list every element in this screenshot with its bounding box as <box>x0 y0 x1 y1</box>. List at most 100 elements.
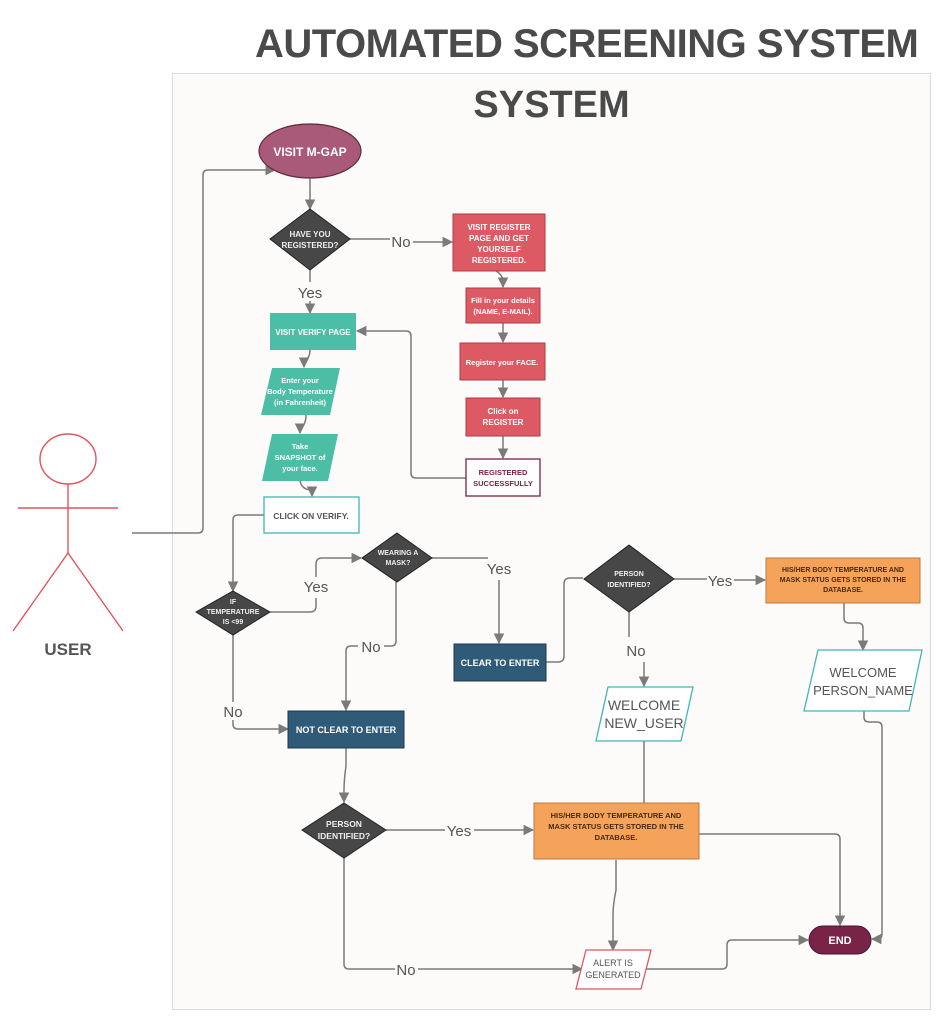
node-visit-verify-label: VISIT VERIFY PAGE <box>275 328 351 337</box>
label-registered-yes: Yes <box>298 285 322 302</box>
text-line: WEARING A <box>378 550 419 557</box>
node-visit-mgap-label: VISIT M-GAP <box>273 145 346 159</box>
node-alert-generated[interactable]: ALERT IS GENERATED <box>575 949 652 990</box>
edge-notclear-to-identified <box>338 747 350 804</box>
text-line: YOURSELF <box>477 245 521 254</box>
node-end-label: END <box>828 935 851 947</box>
node-visit-verify[interactable]: VISIT VERIFY PAGE <box>270 313 356 350</box>
text-line: HIS/HER BODY TEMPERATURE AND <box>782 567 904 574</box>
text-line: NEW_USER <box>604 715 683 731</box>
actor-right-leg <box>67 552 124 632</box>
edge-clear-to-identified <box>546 577 583 663</box>
text-line: MASK? <box>386 560 411 567</box>
node-not-clear-to-enter-label: NOT CLEAR TO ENTER <box>296 725 397 735</box>
text-line: Enter your <box>281 376 319 385</box>
node-welcome-person[interactable]: WELCOME PERSON_NAME <box>803 649 923 712</box>
node-wearing-mask-label: WEARING A MASK? <box>378 550 419 567</box>
node-click-register[interactable]: Click on REGISTER <box>465 397 541 437</box>
text-line: PERSON <box>614 571 644 578</box>
text-line: VISIT REGISTER <box>467 223 530 232</box>
node-click-register-label: Click on REGISTER <box>483 407 524 427</box>
node-click-verify-label: CLICK ON VERIFY. <box>273 511 349 521</box>
system-boundary-title: SYSTEM <box>473 84 630 126</box>
text-line: WELCOME <box>608 697 680 713</box>
node-person-identified-top[interactable]: PERSON IDENTIFIED? <box>583 544 675 613</box>
node-have-registered[interactable]: HAVE YOU REGISTERED? <box>269 208 351 271</box>
node-fill-details-label: Fill in your details(NAME, E-MAIL). <box>471 296 535 316</box>
text-line: Click on <box>487 407 518 416</box>
edge-temp-no-2 <box>232 720 290 735</box>
edge-temp-yes <box>270 598 317 613</box>
text-line: PAGE AND GET <box>469 234 529 243</box>
label-identified-top-no: No <box>626 643 645 660</box>
text-line: IDENTIFIED? <box>607 582 650 589</box>
edge-alert-to-end <box>644 934 810 970</box>
node-visit-mgap[interactable]: VISIT M-GAP <box>258 123 362 179</box>
text-line: (in Fahrenheit) <box>274 398 327 407</box>
label-temp-no: No <box>223 704 242 721</box>
node-fill-details[interactable]: Fill in your details(NAME, E-MAIL). <box>465 287 541 324</box>
text-line: GENERATED <box>585 970 641 980</box>
node-wearing-mask[interactable]: WEARING A MASK? <box>361 532 433 583</box>
node-alert-generated-label: ALERT IS GENERATED <box>585 958 641 980</box>
text-line: ALERT IS <box>593 958 633 968</box>
node-click-verify[interactable]: CLICK ON VERIFY. <box>263 496 360 534</box>
node-clear-to-enter[interactable]: CLEAR TO ENTER <box>453 643 547 682</box>
edge-welcome-person-to-end <box>863 711 883 945</box>
text-line: PERSON_NAME <box>813 683 913 698</box>
text-line: HIS/HER BODY TEMPERATURE AND <box>551 811 682 820</box>
edge-verify-to-tempcheck <box>227 514 264 593</box>
label-mask-yes: Yes <box>487 561 511 578</box>
label-temp-yes: Yes <box>304 579 328 596</box>
node-end[interactable]: END <box>808 925 872 955</box>
node-not-clear-to-enter[interactable]: NOT CLEAR TO ENTER <box>287 710 405 749</box>
text-line: SUCCESSFULLY <box>473 479 533 488</box>
edge-snapshot-to-verify <box>299 480 318 498</box>
text-line: DATABASE. <box>595 833 638 842</box>
edge-db-bottom-to-alert <box>607 860 619 952</box>
node-have-registered-label: HAVE YOU REGISTERED? <box>282 230 339 250</box>
actor-label: USER <box>44 640 91 659</box>
user-actor <box>12 433 124 632</box>
text-line: (NAME, E-MAIL). <box>473 307 532 316</box>
text-line: REGISTERED <box>479 468 528 477</box>
node-register-face[interactable]: Register your FACE. <box>459 342 546 381</box>
text-line: your face. <box>282 464 317 473</box>
edge-verify-to-temp <box>298 349 311 369</box>
text-line: REGISTERED? <box>282 241 339 250</box>
actor-left-leg <box>12 552 69 632</box>
node-registered-successfully[interactable]: REGISTERED SUCCESSFULLY <box>465 458 541 497</box>
label-identified-bottom-yes: Yes <box>447 823 471 840</box>
actor-head <box>39 433 97 485</box>
text-line: MASK STATUS GETS STORED IN THE <box>780 577 907 584</box>
edge-user-to-visit-mgap <box>132 164 277 534</box>
label-registered-no: No <box>391 234 410 251</box>
edge-identified-bottom-no <box>343 858 395 970</box>
node-person-identified-top-label: PERSON IDENTIFIED? <box>607 571 650 589</box>
edge-success-to-verify <box>355 325 466 479</box>
text-line: WELCOME <box>829 665 897 680</box>
edge-temp-yes-2 <box>315 552 363 577</box>
node-db-store-top[interactable]: HIS/HER BODY TEMPERATURE AND MASK STATUS … <box>765 557 921 604</box>
text-line: Take <box>292 442 309 451</box>
edge-mask-no <box>384 582 397 647</box>
diagram-title: AUTOMATED SCREENING SYSTEM <box>255 22 919 66</box>
text-line: IF <box>230 599 237 606</box>
node-registered-successfully-label: REGISTERED SUCCESSFULLY <box>473 468 533 488</box>
text-line: HAVE YOU <box>289 230 330 239</box>
text-line: REGISTER <box>483 418 524 427</box>
label-identified-bottom-no: No <box>396 962 415 979</box>
node-welcome-new-user[interactable]: WELCOME NEW_USER <box>595 686 694 742</box>
text-line: PERSON <box>326 819 362 829</box>
node-clear-to-enter-label: CLEAR TO ENTER <box>461 658 540 668</box>
